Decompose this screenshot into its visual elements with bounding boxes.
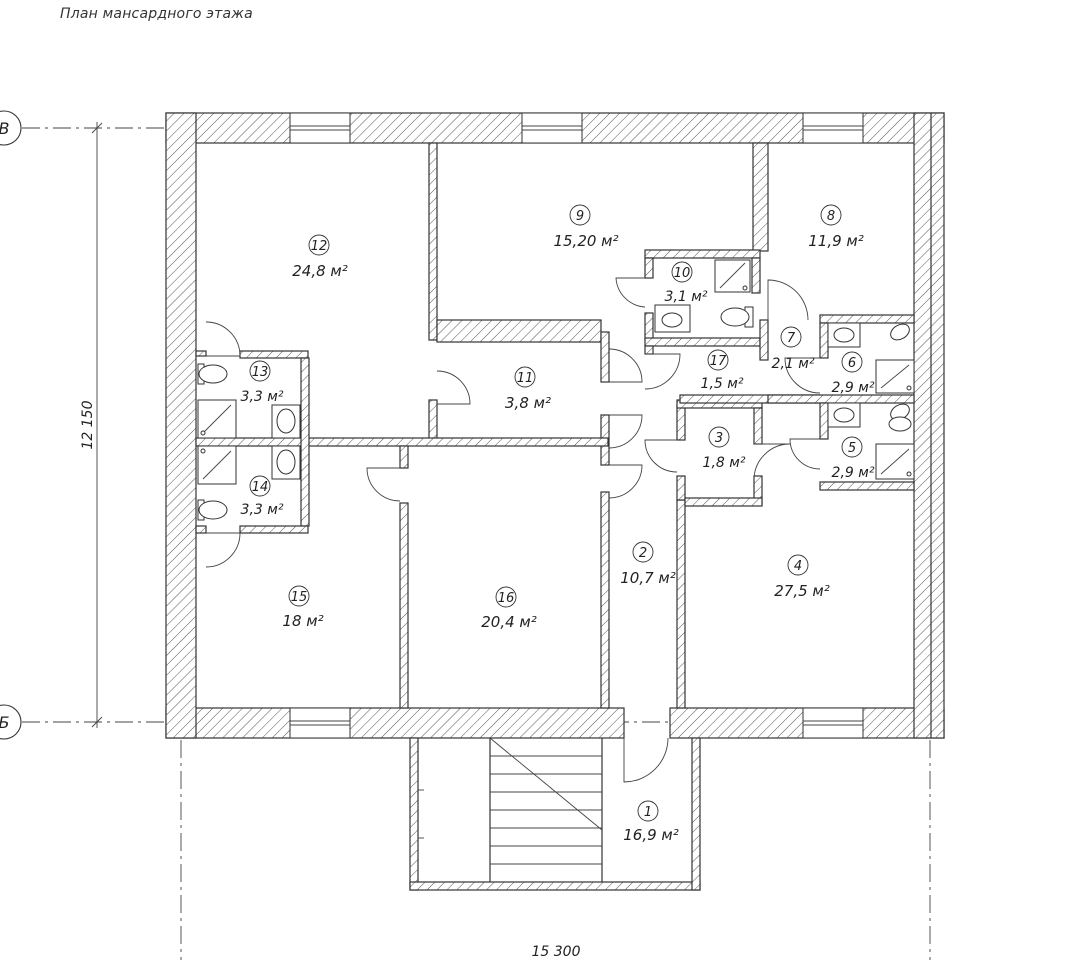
room-area-10: 3,1 м² [665,289,708,305]
room-label-3: 3 1,8 м² [703,426,746,471]
room-area-11: 3,8 м² [505,394,551,412]
room-number-2: 2 [639,546,647,561]
room-area-7: 2,1 м² [772,356,815,372]
room-label-6: 6 2,9 м² [832,351,875,396]
axis-marker-bottom: Б [0,704,22,740]
room-number-1: 1 [644,805,652,820]
room-label-4: 4 27,5 м² [774,554,830,600]
room-number-9: 9 [576,209,584,224]
room-label-10: 10 3,1 м² [665,261,708,305]
room-number-12: 12 [311,239,328,254]
room-label-17: 17 1,5 м² [701,349,744,392]
room-area-13: 3,3 м² [241,389,284,405]
room-area-8: 11,9 м² [808,232,864,250]
axis-label-top: В [0,119,9,138]
room-label-15: 15 18 м² [282,585,324,630]
room-label-11: 11 3,8 м² [505,366,551,412]
dimension-vertical: 12 150 [80,122,103,728]
room-area-5: 2,9 м² [832,465,875,481]
room-label-8: 8 11,9 м² [808,204,864,250]
room-label-14: 14 3,3 м² [241,475,284,518]
room-number-14: 14 [252,480,269,495]
room-area-17: 1,5 м² [701,376,744,392]
room-number-6: 6 [848,356,856,371]
room-number-7: 7 [787,331,796,346]
room-number-3: 3 [715,431,723,446]
room-area-15: 18 м² [282,612,323,630]
room-number-8: 8 [827,209,835,224]
room-label-9: 9 15,20 м² [553,204,619,250]
room-area-1: 16,9 м² [623,826,679,844]
room-label-12: 12 24,8 м² [292,234,348,280]
plan-title: План мансардного этажа [60,6,253,22]
fixtures [197,259,915,521]
axis-marker-top: В [0,110,22,146]
interior-walls [195,142,915,709]
room-area-2: 10,7 м² [620,569,676,587]
dimension-horizontal-label: 15 300 [532,944,581,960]
room-area-12: 24,8 м² [292,262,348,280]
room-area-14: 3,3 м² [241,502,284,518]
room-area-6: 2,9 м² [832,380,875,396]
room-number-10: 10 [674,266,691,281]
room-label-5: 5 2,9 м² [832,436,875,481]
room-number-11: 11 [517,371,534,386]
room-label-7: 7 2,1 м² [772,326,815,372]
room-area-16: 20,4 м² [481,613,537,631]
room-area-4: 27,5 м² [774,582,830,600]
room-number-15: 15 [291,590,308,605]
room-number-5: 5 [848,441,856,456]
room-number-17: 17 [710,354,727,369]
room-area-9: 15,20 м² [553,232,618,250]
room-label-2: 2 10,7 м² [620,541,676,587]
dimension-vertical-label: 12 150 [80,400,96,449]
windows [289,112,864,739]
porch-stair [409,737,701,891]
room-label-13: 13 3,3 м² [241,360,284,405]
room-label-1: 1 16,9 м² [623,800,679,844]
axis-label-bottom: Б [0,713,10,732]
room-number-4: 4 [794,559,802,574]
room-number-13: 13 [252,365,269,380]
room-number-16: 16 [498,591,515,606]
doors [205,277,821,783]
room-label-16: 16 20,4 м² [481,586,537,631]
room-area-3: 1,8 м² [703,455,746,471]
